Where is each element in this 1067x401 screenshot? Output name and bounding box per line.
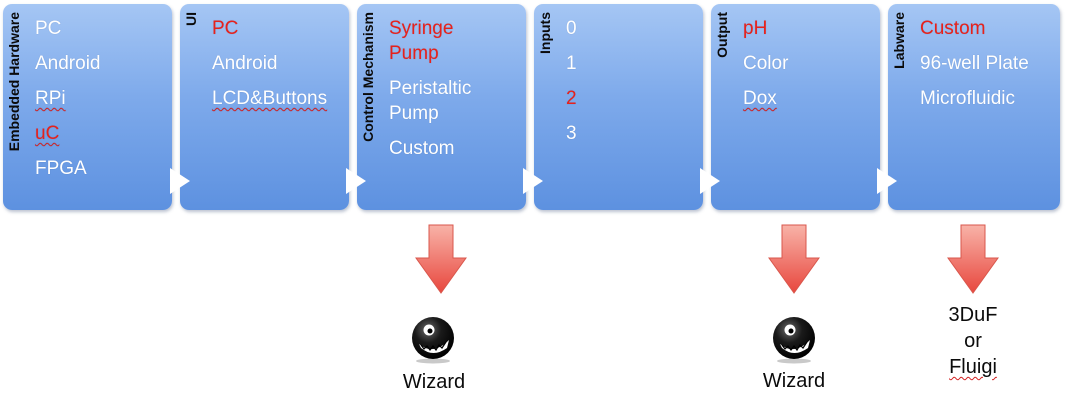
- connector-arrow-icon: [170, 168, 190, 194]
- option-item: Dox: [743, 88, 777, 109]
- option-item: 1: [566, 53, 577, 74]
- outcome-label: Wizard: [402, 371, 466, 393]
- column-embedded-hardware: Embedded Hardware PC Android RPi uC FPGA: [3, 4, 172, 210]
- down-arrow-icon: [768, 224, 820, 294]
- option-item: Color: [743, 53, 789, 74]
- option-item: 0: [566, 18, 577, 39]
- option-item: LCD&Buttons: [212, 88, 328, 109]
- outcome-label: 3DuF or Fluigi: [948, 304, 998, 378]
- column-output: Output pH Color Dox: [711, 4, 880, 210]
- option-item: 3: [566, 123, 577, 144]
- down-arrow-icon: [947, 224, 999, 294]
- option-item: Custom: [389, 138, 455, 159]
- column-inputs: Inputs 0 1 2 3: [534, 4, 703, 210]
- option-item: Android: [212, 53, 278, 74]
- down-arrow-icon: [415, 224, 467, 294]
- option-item-selected: Custom: [920, 18, 986, 39]
- column-ui: UI PC Android LCD&Buttons: [180, 4, 349, 210]
- column-labware: Labware Custom 96-well Plate Microfluidi…: [888, 4, 1060, 210]
- chomp-icon: [773, 317, 815, 364]
- option-item: FPGA: [35, 158, 87, 179]
- option-item: 96-well Plate: [920, 53, 1029, 74]
- option-item: Peristaltic Pump: [389, 78, 472, 124]
- connector-arrow-icon: [523, 168, 543, 194]
- chomp-icon: [412, 317, 454, 364]
- column-title: Embedded Hardware: [6, 12, 22, 152]
- column-title: Control Mechanism: [360, 12, 376, 142]
- option-item-selected: uC: [35, 123, 60, 144]
- option-item: PC: [35, 18, 62, 39]
- connector-arrow-icon: [877, 168, 897, 194]
- column-title: Output: [714, 12, 730, 58]
- option-item: Android: [35, 53, 101, 74]
- option-item: Microfluidic: [920, 88, 1016, 109]
- connector-arrow-icon: [346, 168, 366, 194]
- column-title: UI: [183, 12, 199, 26]
- option-item-selected: pH: [743, 18, 768, 39]
- option-item-selected: Syringe Pump: [389, 18, 454, 64]
- column-title: Inputs: [537, 12, 553, 54]
- option-item-selected: 2: [566, 88, 577, 109]
- connector-arrow-icon: [700, 168, 720, 194]
- option-item-selected: PC: [212, 18, 239, 39]
- column-title: Labware: [891, 12, 907, 69]
- outcome-label: Wizard: [762, 370, 826, 392]
- column-control-mechanism: Control Mechanism Syringe Pump Peristalt…: [357, 4, 526, 210]
- option-item: RPi: [35, 88, 66, 109]
